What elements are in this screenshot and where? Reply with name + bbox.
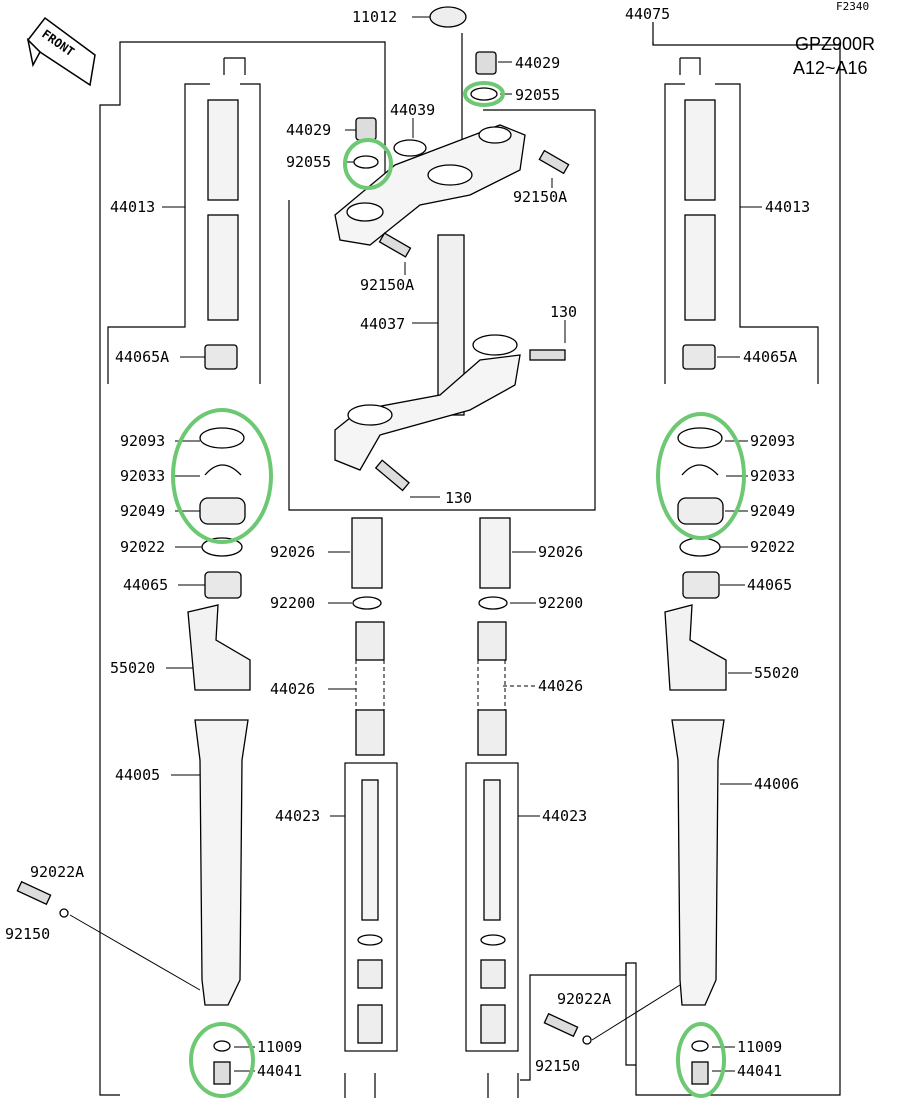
part-label[interactable]: 44013 [110,198,156,216]
outer-tube-right [671,719,725,1006]
part-label[interactable]: 44041 [737,1062,783,1080]
part-label[interactable]: 44065 [747,576,793,594]
part-label[interactable]: 11009 [737,1038,783,1056]
damper-rod-box-right [465,762,519,1052]
part-label[interactable]: 44065A [115,348,170,366]
part-label[interactable]: 55020 [754,664,800,682]
plug-44029 [355,117,377,141]
inner-tube-left [207,99,239,201]
fork-spring-left [355,621,385,661]
outer-tube-left [194,719,249,1006]
part-label[interactable]: 55020 [110,659,156,677]
part-label[interactable]: 44023 [542,807,588,825]
part-label[interactable]: 92093 [120,432,166,450]
part-label[interactable]: 44037 [360,315,406,333]
part-label[interactable]: 44026 [270,680,316,698]
dust-cover-right [664,604,727,691]
part-label[interactable]: 11009 [257,1038,303,1056]
part-label[interactable]: 44029 [515,54,561,72]
part-label[interactable]: 44006 [754,775,800,793]
part-label[interactable]: 92150A [513,188,568,206]
damper-rod-left [361,779,379,921]
part-label[interactable]: 92200 [538,594,584,612]
part-label[interactable]: 130 [445,489,473,507]
steering-stem-box [288,109,596,511]
plug-44029-top [475,51,497,75]
part-label[interactable]: 92033 [120,467,166,485]
part-label[interactable]: 44023 [275,807,321,825]
part-label[interactable]: 92022 [750,538,796,556]
inner-tube-right [684,99,716,201]
front-arrow-icon [26,16,96,87]
fork-assembly-outline-right [625,42,841,1096]
fork-assembly-outline [99,41,386,1096]
inner-tube-box-right [664,83,685,384]
part-label[interactable]: 92055 [286,153,332,171]
damper-rod-right [483,779,501,921]
figure-code: F2340 [836,0,870,13]
part-label[interactable]: 92150 [535,1057,581,1075]
part-label[interactable]: 44075 [625,5,671,23]
part-label[interactable]: 92033 [750,467,796,485]
part-label[interactable]: 44041 [257,1062,303,1080]
part-label[interactable]: 44039 [390,101,436,119]
fork-spring-right [477,621,507,661]
part-label[interactable]: 92150 [5,925,51,943]
part-label[interactable]: 44013 [765,198,811,216]
part-label[interactable]: 44065A [743,348,798,366]
lower-triple-clamp [334,354,521,471]
cap-11012 [429,6,467,28]
part-label[interactable]: 92055 [515,86,561,104]
part-label[interactable]: 130 [550,303,578,321]
model-name: GPZ900R [795,34,876,54]
part-label[interactable]: 92150A [360,276,415,294]
highlight-marks [171,81,746,1098]
part-label[interactable]: 92026 [538,543,584,561]
damper-rod-box-left [344,762,398,1052]
part-label[interactable]: 44029 [286,121,332,139]
part-label[interactable]: 11012 [352,8,398,26]
part-label[interactable]: 44065 [123,576,169,594]
part-label[interactable]: 92093 [750,432,796,450]
part-label[interactable]: 92022 [120,538,166,556]
dust-cover-left [187,604,251,691]
part-label[interactable]: 92022A [557,990,612,1008]
part-label[interactable]: 44026 [538,677,584,695]
part-label[interactable]: 44005 [115,766,161,784]
part-label[interactable]: 92026 [270,543,316,561]
inner-tube-box-left [107,83,210,384]
part-label[interactable]: 92022A [30,863,85,881]
model-years: A12~A16 [793,58,868,78]
part-label[interactable]: 92049 [120,502,166,520]
part-label[interactable]: 92200 [270,594,316,612]
part-label[interactable]: 92049 [750,502,796,520]
